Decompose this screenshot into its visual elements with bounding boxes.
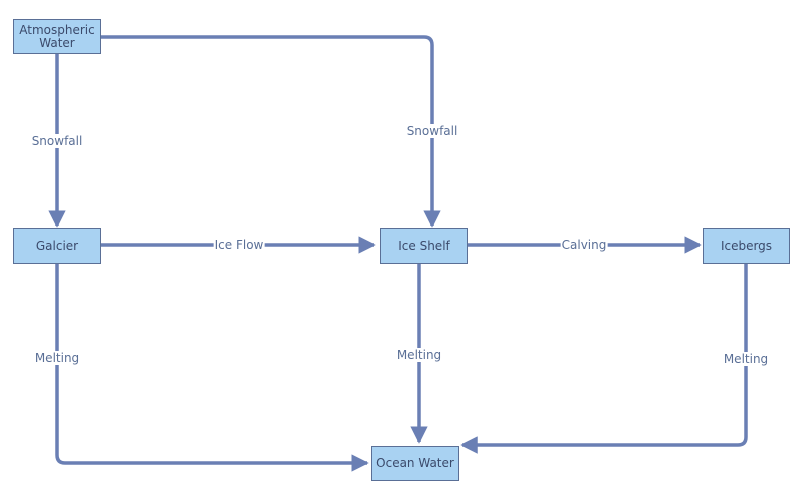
node-atmospheric-water: Atmospheric Water: [13, 19, 101, 54]
node-ocean-water: Ocean Water: [371, 446, 459, 481]
edge-icebergs-to-ocean: [460, 264, 748, 454]
node-icebergs: Icebergs: [703, 228, 790, 264]
edge-label-snowfall-galcier: Snowfall: [30, 134, 84, 148]
edge-label-melting-ice-shelf: Melting: [395, 348, 443, 362]
node-ice-shelf: Ice Shelf: [380, 228, 468, 264]
node-galcier: Galcier: [13, 228, 101, 264]
edge-atmospheric-to-ice-shelf: [101, 35, 441, 228]
edge-label-ice-flow: Ice Flow: [213, 238, 265, 252]
edge-label-calving: Calving: [560, 238, 608, 252]
edge-label-snowfall-ice-shelf: Snowfall: [405, 124, 459, 138]
edge-label-melting-icebergs: Melting: [722, 352, 770, 366]
edge-galcier-to-ocean: [55, 264, 369, 472]
edge-label-melting-galcier: Melting: [33, 351, 81, 365]
